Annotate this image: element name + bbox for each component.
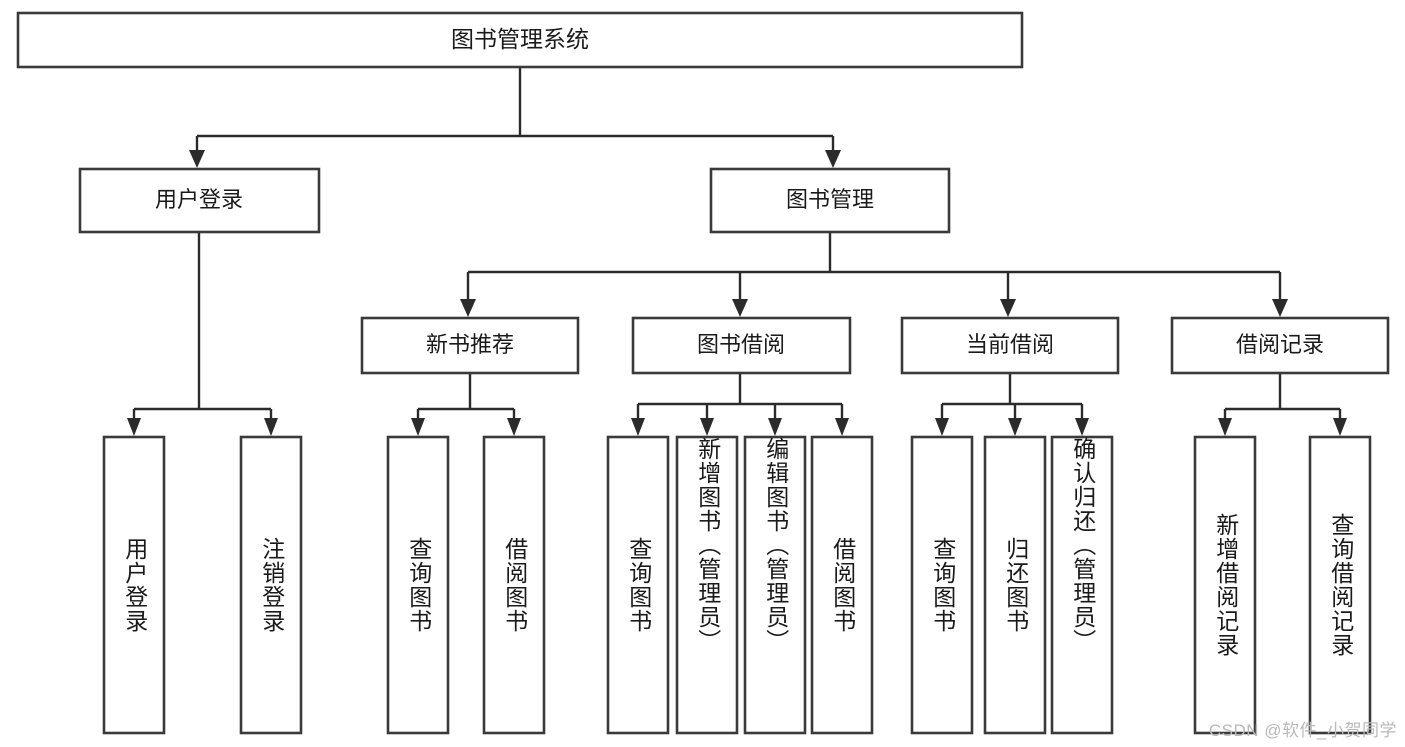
node-new-book-rec[interactable]: 新书推荐: [360, 316, 580, 375]
node-new-book-rec-label: 新书推荐: [426, 332, 514, 357]
connector-group-book-manage: [460, 232, 1288, 317]
leaf-box-add-record[interactable]: [1193, 435, 1257, 735]
node-book-borrow-box[interactable]: [631, 316, 852, 375]
arrowhead-leaf-user-logout: [264, 418, 278, 436]
node-book-manage-label: 图书管理: [786, 187, 874, 212]
node-book-manage[interactable]: 图书管理: [709, 167, 951, 234]
arrowhead-leaf-add-book: [700, 418, 714, 436]
connector-group-root: [189, 67, 841, 168]
node-borrow-record-box[interactable]: [1170, 316, 1390, 375]
arrowhead-new-book-rec: [460, 299, 476, 317]
node-borrow-record-label: 借阅记录: [1236, 332, 1324, 357]
node-current-borrow[interactable]: 当前借阅: [900, 316, 1120, 375]
leaf-box-borrow-book-1[interactable]: [482, 435, 546, 735]
leaf-box-query-record[interactable]: [1308, 435, 1372, 735]
arrowhead-leaf-query-book-2: [631, 418, 645, 436]
arrowhead-book-manage: [825, 150, 841, 168]
node-current-borrow-label: 当前借阅: [966, 332, 1054, 357]
leaf-box-add-book[interactable]: [675, 435, 739, 735]
node-user-login-label: 用户登录: [155, 187, 243, 212]
leaf-box-user-logout[interactable]: [239, 435, 303, 735]
arrowhead-leaf-query-book-1: [411, 418, 425, 436]
arrowhead-borrow-record: [1272, 299, 1288, 317]
connector-group-user-login: [127, 232, 278, 436]
arrowhead-leaf-return-book: [1008, 418, 1022, 436]
arrowhead-current-borrow: [1000, 299, 1016, 317]
csdn-watermark: CSDN @软件_小贺同学: [1208, 721, 1397, 740]
arrowhead-leaf-query-record: [1333, 418, 1347, 436]
node-root-box[interactable]: [16, 11, 1024, 69]
node-book-borrow-label: 图书借阅: [697, 332, 785, 357]
node-user-login-box[interactable]: [78, 167, 321, 234]
node-book-borrow[interactable]: 图书借阅: [631, 316, 852, 375]
arrowhead-leaf-add-record: [1218, 418, 1232, 436]
arrowhead-user-login: [189, 150, 205, 168]
leaf-box-user-login[interactable]: [102, 435, 166, 735]
node-book-manage-box[interactable]: [709, 167, 951, 234]
connector-group-book-borrow: [631, 373, 849, 436]
leaf-boxes: [102, 435, 1372, 735]
connector-group-current-borrow: [935, 373, 1089, 436]
node-current-borrow-box[interactable]: [900, 316, 1120, 375]
leaf-box-edit-book[interactable]: [743, 435, 807, 735]
arrowhead-leaf-query-book-3: [935, 418, 949, 436]
node-user-login[interactable]: 用户登录: [78, 167, 321, 234]
leaf-box-return-book[interactable]: [983, 435, 1047, 735]
leaf-box-borrow-book-2[interactable]: [810, 435, 874, 735]
connector-group-new-book-rec: [411, 373, 521, 436]
node-borrow-record[interactable]: 借阅记录: [1170, 316, 1390, 375]
leaf-box-query-book-2[interactable]: [606, 435, 670, 735]
arrowhead-leaf-user-login: [127, 418, 141, 436]
node-new-book-rec-box[interactable]: [360, 316, 580, 375]
arrowhead-leaf-borrow-book-2: [835, 418, 849, 436]
arrowhead-book-borrow: [732, 299, 748, 317]
leaf-box-query-book-3[interactable]: [910, 435, 974, 735]
leaf-box-confirm-return[interactable]: [1050, 435, 1114, 735]
arrowhead-leaf-confirm-return: [1075, 418, 1089, 436]
arrowhead-leaf-edit-book: [768, 418, 782, 436]
arrowhead-leaf-borrow-book-1: [507, 418, 521, 436]
node-root[interactable]: 图书管理系统: [16, 11, 1024, 69]
connector-group-borrow-record: [1218, 373, 1347, 436]
leaf-box-query-book-1[interactable]: [386, 435, 450, 735]
node-root-label: 图书管理系统: [451, 26, 589, 52]
